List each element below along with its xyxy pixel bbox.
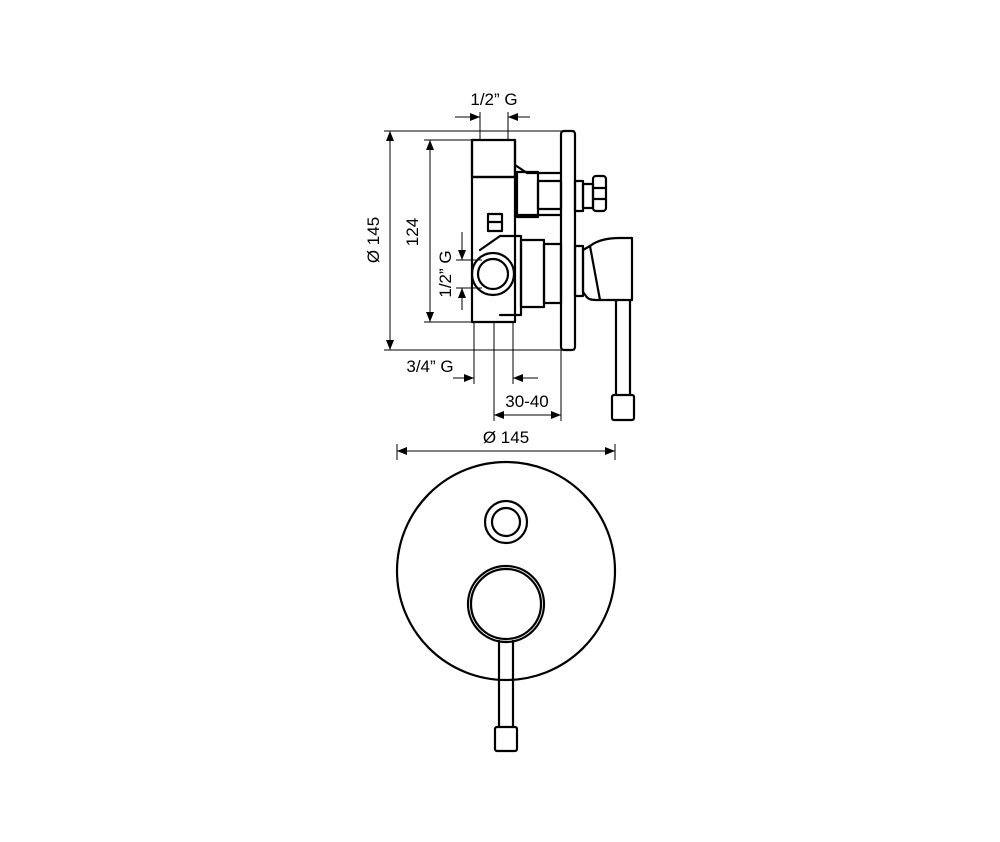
plate-diameter-label: Ø 145 bbox=[483, 428, 529, 447]
thread-top-label: 1/2” G bbox=[470, 90, 517, 109]
dim-overall-diameter: Ø 145 bbox=[364, 130, 575, 351]
cartridge-body bbox=[519, 238, 546, 309]
cartridge-collar bbox=[542, 242, 563, 305]
lever-tip-front bbox=[493, 725, 519, 753]
diverter-button-inner bbox=[490, 506, 522, 538]
dim-thread-side: 1/2” G bbox=[436, 232, 482, 310]
side-inlet-inner bbox=[476, 257, 510, 291]
lever-tip bbox=[610, 393, 636, 422]
lever-arm bbox=[614, 298, 632, 397]
wall-plate-side bbox=[559, 129, 577, 352]
body-height-label: 124 bbox=[403, 218, 422, 246]
dim-depth-range: 30-40 bbox=[493, 322, 562, 421]
lever-hub-inner bbox=[469, 567, 543, 641]
lever-hub-outer bbox=[466, 564, 546, 644]
dim-plate-diameter: Ø 145 bbox=[396, 428, 616, 460]
overall-diameter-label: Ø 145 bbox=[364, 217, 383, 263]
diverter-knob bbox=[591, 174, 608, 213]
dim-thread-top: 1/2” G bbox=[455, 90, 530, 140]
side-inlet-outer bbox=[470, 251, 516, 297]
thread-side-label: 1/2” G bbox=[436, 250, 455, 297]
upper-nut bbox=[515, 170, 540, 219]
diverter-stem bbox=[573, 179, 585, 213]
lever-hub bbox=[581, 236, 634, 302]
depth-range-label: 30-40 bbox=[505, 392, 548, 411]
front-view: Ø 145 bbox=[395, 428, 617, 753]
diverter-neck bbox=[581, 182, 595, 210]
thread-bottom-label: 3/4” G bbox=[406, 357, 453, 376]
lever-base bbox=[573, 244, 585, 298]
wall-plate-front bbox=[395, 460, 617, 682]
cartridge-housing bbox=[478, 234, 523, 317]
upper-nut-inner bbox=[536, 179, 563, 211]
top-inlet-cap bbox=[470, 138, 517, 179]
diverter-button-outer bbox=[483, 499, 529, 545]
dim-thread-bottom: 3/4” G bbox=[406, 322, 538, 384]
lever-arm-front bbox=[497, 639, 515, 729]
dim-body-height: 124 bbox=[403, 139, 472, 323]
side-view: 1/2” G Ø 145 124 1/2” bbox=[364, 90, 636, 422]
